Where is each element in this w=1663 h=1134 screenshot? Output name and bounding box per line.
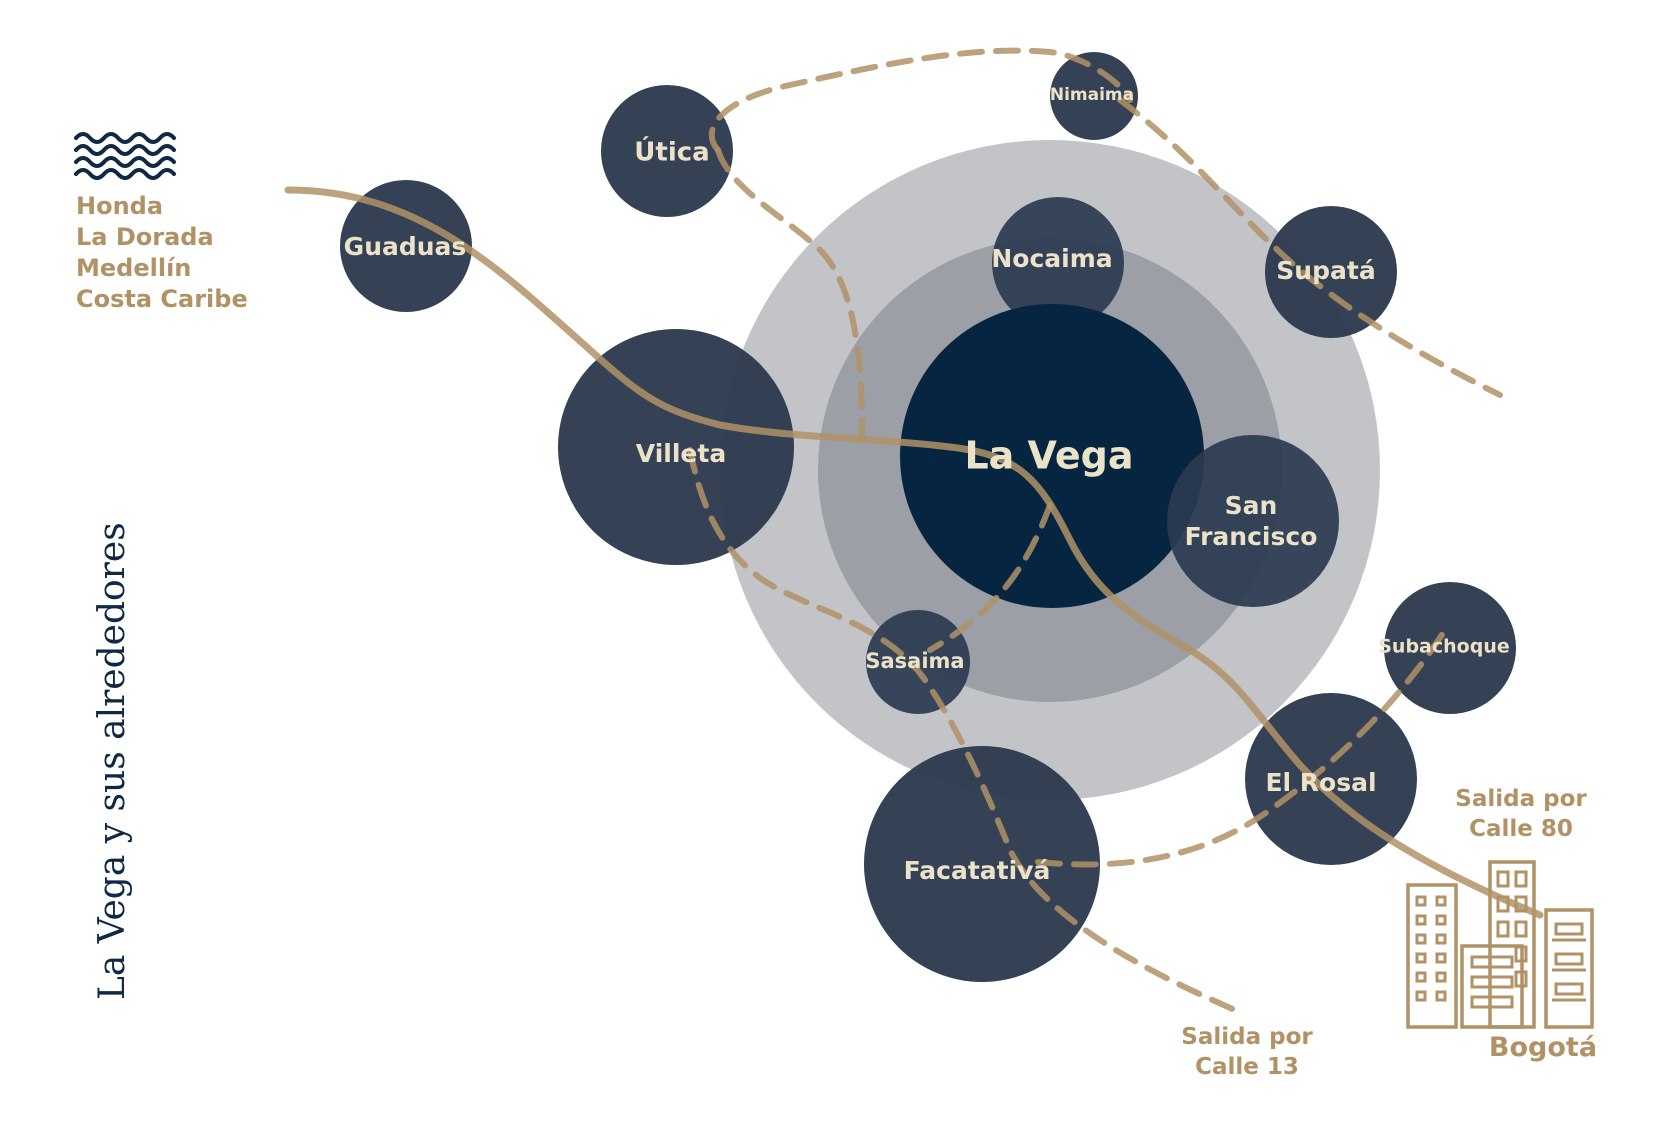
road-utica-nimaima: [708, 47, 1133, 153]
bogota-label: Bogotá: [1489, 1032, 1597, 1063]
label-nimaima: Nimaima: [1050, 85, 1134, 105]
label-la-vega: La Vega: [964, 434, 1133, 478]
town-circle-supata[interactable]: [1265, 206, 1397, 338]
destination-medellin: Medellín: [76, 254, 191, 282]
town-circle-guaduas[interactable]: [340, 180, 472, 312]
label-utica: Útica: [634, 136, 709, 168]
main-road: [284, 186, 1544, 919]
label-supata: Supatá: [1276, 256, 1375, 285]
town-circle-subachoque[interactable]: [1384, 582, 1516, 714]
label-guaduas: Guaduas: [344, 232, 467, 261]
road-utica-nocaima: [715, 147, 865, 443]
label-villeta: Villeta: [636, 439, 726, 468]
label-subachoque: Subachoque: [1378, 636, 1510, 658]
road-facatativa-subachoque: [1035, 627, 1448, 868]
map-title: La Vega y sus alrededores: [92, 522, 133, 1000]
label-sasaima: Sasaima: [865, 649, 964, 673]
road-nimaima-supata: [1117, 97, 1503, 398]
town-circle-el-rosal[interactable]: [1245, 693, 1417, 865]
road-lavega-sasaima: [927, 502, 1053, 653]
exit-calle13-line2: Calle 13: [1195, 1054, 1299, 1080]
exit-calle13-line1: Salida por: [1181, 1024, 1313, 1050]
town-circle-nocaima[interactable]: [992, 197, 1124, 329]
town-circle-facatativa[interactable]: [864, 746, 1100, 982]
town-circle-villeta[interactable]: [558, 329, 794, 565]
label-nocaima: Nocaima: [991, 244, 1112, 273]
town-circle-la-vega[interactable]: [900, 304, 1204, 608]
city-buildings-icon: [1406, 860, 1594, 1029]
town-circle-utica[interactable]: [601, 85, 733, 217]
destination-la-dorada: La Dorada: [76, 223, 214, 251]
town-circle-san-francisco[interactable]: [1167, 435, 1339, 607]
water-waves-icon: [74, 132, 176, 180]
exit-calle80-line2: Calle 80: [1469, 816, 1573, 842]
town-circle-sasaima[interactable]: [866, 610, 970, 714]
label-el-rosal: El Rosal: [1265, 768, 1376, 797]
town-circle-nimaima[interactable]: [1050, 52, 1138, 140]
road-villeta-facatativa: [687, 447, 1238, 1013]
destination-honda: Honda: [76, 192, 163, 220]
label-san-francisco-1: San: [1225, 491, 1278, 520]
exit-calle80-line1: Salida por: [1455, 786, 1587, 812]
destination-costa-caribe: Costa Caribe: [76, 285, 248, 313]
label-san-francisco-2: Francisco: [1185, 522, 1318, 551]
label-facatativa: Facatativá: [904, 856, 1051, 885]
